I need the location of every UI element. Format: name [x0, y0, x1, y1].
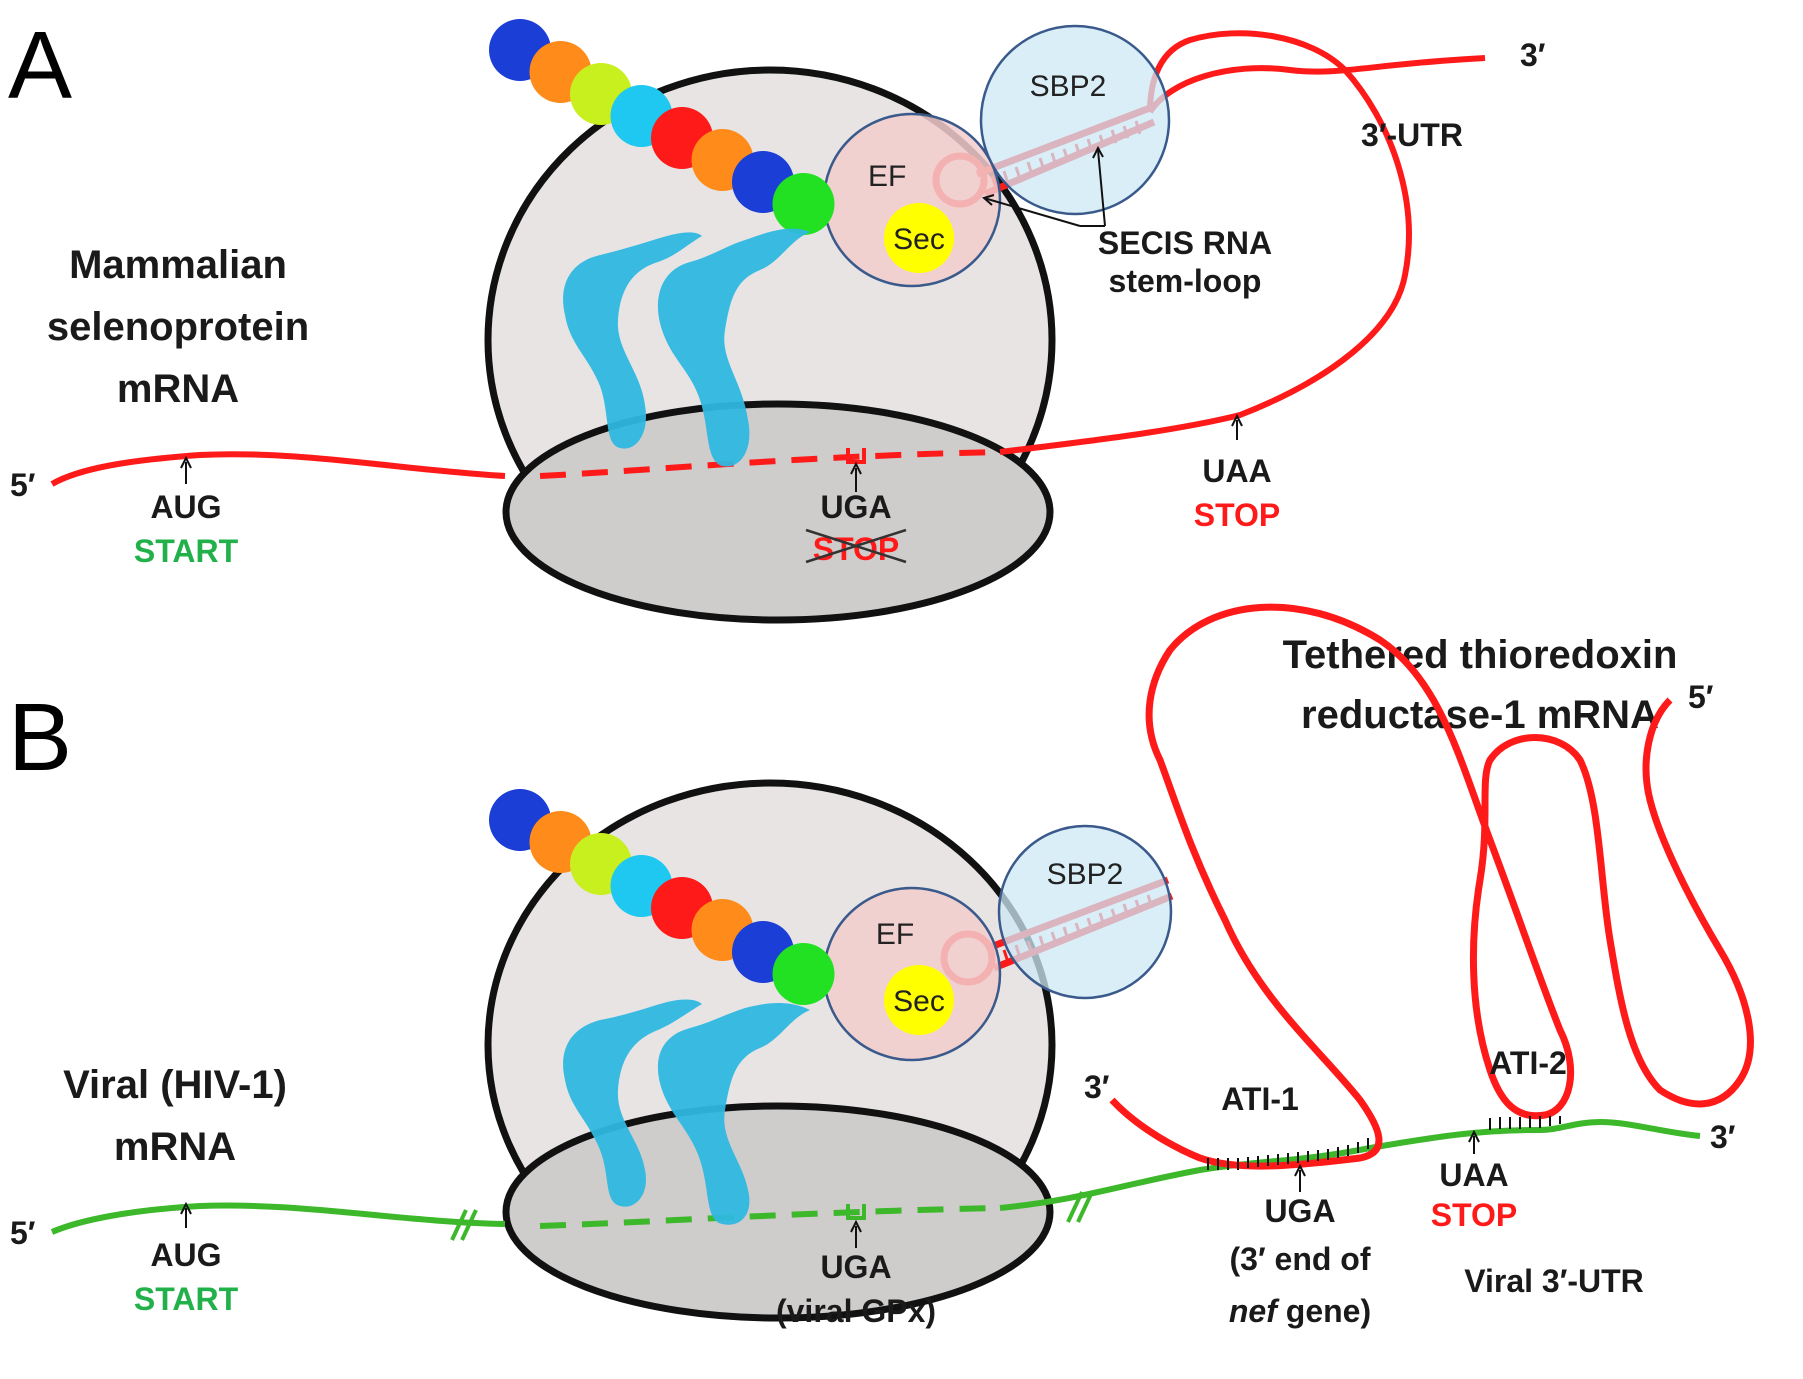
panel-b-title-line-2: mRNA [114, 1125, 236, 1169]
sec-label-a: Sec [893, 223, 945, 256]
start-codon-marker-a [180, 455, 192, 484]
viral-mrna-dashed-segment [539, 1205, 1001, 1229]
five-prime-label-b: 5′ [10, 1215, 36, 1251]
trna-peptidyl-b [657, 1003, 810, 1225]
mrna-dashed-segment-a [539, 449, 1001, 479]
start-codon-label-a: AUG [150, 489, 221, 525]
ati-1-base-pairs [1207, 1138, 1369, 1170]
panel-a-title-line-3: mRNA [117, 367, 239, 411]
nef-note-line-2: nef gene) [1229, 1293, 1371, 1329]
tethered-title-line-1: Tethered thioredoxin [1283, 633, 1678, 677]
mrna-5prime-segment-a [50, 451, 506, 487]
nef-codon-label: UGA [1264, 1193, 1335, 1229]
panel-b-letter: B [8, 684, 72, 791]
trx-three-prime-label: 3′ [1084, 1069, 1110, 1105]
start-codon-marker-b [180, 1201, 192, 1228]
sbp2-label-b: SBP2 [1047, 858, 1124, 891]
trna-peptidyl-a [657, 228, 810, 467]
panel-b-title-line-1: Viral (HIV-1) [63, 1063, 287, 1107]
tethered-title-line-2: reductase-1 mRNA [1301, 693, 1659, 737]
nef-codon-arrow [1294, 1163, 1306, 1192]
ati-2-base-pairs [1489, 1116, 1561, 1130]
sec-note-b: (viral GPx) [776, 1293, 936, 1329]
secis-pointer-lines-a [981, 145, 1106, 227]
utr-label-a: 3′-UTR [1361, 117, 1463, 153]
stop-codon-arrow-a [1231, 413, 1243, 440]
sec-codon-arrow-b [850, 1219, 862, 1248]
peptide-chain-a [489, 19, 835, 235]
sbp2-protein-b [997, 824, 1173, 1000]
peptide-b-bead-8 [772, 943, 835, 1005]
panel-a-title-line-1: Mammalian [69, 243, 287, 287]
ribosome-small-subunit-b [502, 1102, 1054, 1322]
trna-exit-b [563, 999, 702, 1207]
uga-codon-marker-b [846, 1204, 866, 1220]
viral-utr-label: Viral 3′-UTR [1464, 1263, 1644, 1299]
five-prime-label-a: 5′ [10, 467, 36, 503]
nef-note-line-1: (3′ end of [1230, 1241, 1371, 1277]
stop-codon-label-a: UAA [1202, 453, 1271, 489]
three-prime-label-b: 3′ [1710, 1119, 1736, 1155]
ef-label-a: EF [868, 160, 906, 193]
panel-a-letter: A [8, 12, 72, 119]
stop-codon-label-b: UAA [1439, 1157, 1508, 1193]
start-label-b: START [134, 1281, 239, 1317]
stop-codon-arrow-b [1468, 1129, 1480, 1154]
panel-a-title-line-2: selenoprotein [47, 305, 309, 349]
sec-codon-label-a: UGA [820, 489, 891, 525]
ef-label-b: EF [876, 918, 914, 951]
sec-codon-arrow-a [850, 461, 862, 492]
secis-label-line-2-a: stem-loop [1109, 263, 1262, 299]
sec-residue-b [884, 965, 954, 1035]
cross-out-mark-a [805, 528, 907, 564]
mrna-3prime-utr-a [999, 30, 1486, 455]
ati-2-label: ATI-2 [1489, 1045, 1567, 1081]
viral-mrna-3prime-segment [999, 1118, 1701, 1211]
secis-label-line-1-a: SECIS RNA [1098, 225, 1272, 261]
ribosome-small-subunit-a [502, 400, 1054, 624]
sbp2-label-a: SBP2 [1030, 70, 1107, 103]
break-mark-right [1066, 1191, 1094, 1223]
viral-mrna-5prime-segment [50, 1202, 506, 1235]
start-label-a: START [134, 533, 239, 569]
stop-label-b: STOP [1431, 1197, 1518, 1233]
trna-exit-a [563, 232, 702, 449]
sbp2-protein-a [979, 24, 1171, 216]
panel-a: A Mammalian selenoprotein mRNA SBP2 EF S… [8, 12, 1546, 624]
nef-note-rest: gene) [1277, 1293, 1371, 1329]
sec-label-b: Sec [893, 985, 945, 1018]
three-prime-label-a: 3′ [1520, 37, 1546, 73]
sec-residue-a [884, 203, 954, 273]
nef-gene-italic: nef [1229, 1293, 1280, 1329]
trxr1-mrna [1109, 603, 1754, 1170]
ati-1-label: ATI-1 [1221, 1081, 1299, 1117]
sec-codon-label-b: UGA [820, 1249, 891, 1285]
panel-b: B Viral (HIV-1) mRNA Tethered thioredoxi… [8, 603, 1754, 1329]
trx-five-prime-label: 5′ [1688, 679, 1714, 715]
break-mark-left [450, 1209, 478, 1241]
stop-label-a: STOP [1194, 497, 1281, 533]
peptide-a-bead-8 [772, 173, 835, 235]
start-codon-label-b: AUG [150, 1237, 221, 1273]
peptide-chain-b [489, 789, 835, 1005]
